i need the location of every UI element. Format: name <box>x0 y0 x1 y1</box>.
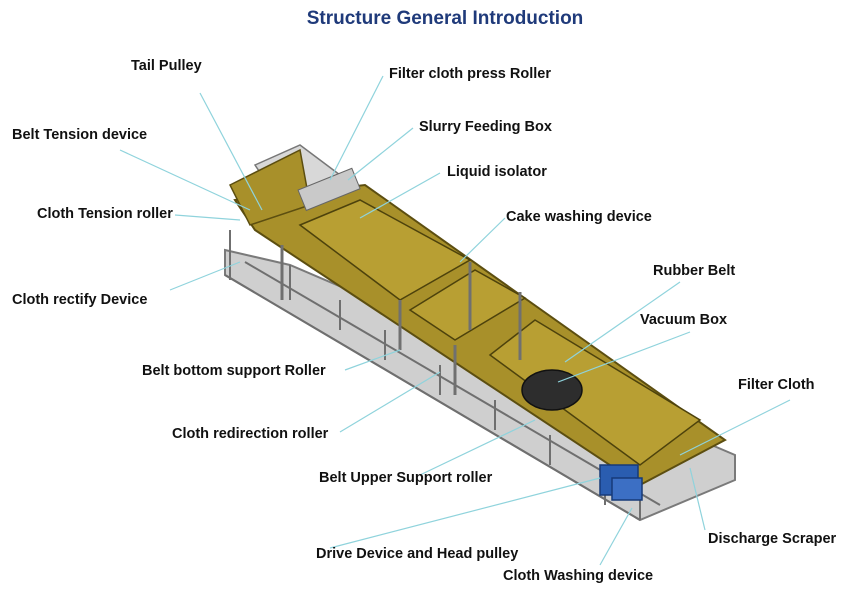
diagram-title: Structure General Introduction <box>306 8 584 29</box>
cake-wash-panel <box>408 269 527 341</box>
label-cloth-rectify-device: Cloth rectify Device <box>12 292 148 308</box>
label-cloth-redirection-roller: Cloth redirection roller <box>172 426 329 442</box>
filter-cloth-surface <box>298 199 472 301</box>
label-filter-cloth: Filter Cloth <box>738 377 815 393</box>
vacuum-box-window <box>521 369 583 411</box>
label-filter-cloth-press-roller: Filter cloth press Roller <box>389 66 551 82</box>
drive-motor <box>599 464 643 501</box>
label-drive-device-and-head-pulley: Drive Device and Head pulley <box>316 546 519 562</box>
leader-lines <box>119 75 791 566</box>
frame-posts <box>280 245 522 395</box>
label-liquid-isolator: Liquid isolator <box>447 164 547 180</box>
label-rubber-belt: Rubber Belt <box>653 263 736 279</box>
label-slurry-feeding-box: Slurry Feeding Box <box>419 119 552 135</box>
label-belt-bottom-support-roller: Belt bottom support Roller <box>142 363 326 379</box>
label-cloth-washing-device: Cloth Washing device <box>503 568 654 584</box>
label-cake-washing-device: Cake washing device <box>506 209 652 225</box>
label-belt-tension-device: Belt Tension device <box>12 127 148 143</box>
label-discharge-scraper: Discharge Scraper <box>708 531 837 547</box>
tail-pulley-assembly <box>228 144 361 226</box>
label-vacuum-box: Vacuum Box <box>640 312 728 328</box>
label-cloth-tension-roller: Cloth Tension roller <box>37 206 173 222</box>
label-belt-upper-support-roller: Belt Upper Support roller <box>319 470 493 486</box>
label-tail-pulley: Tail Pulley <box>131 58 202 74</box>
